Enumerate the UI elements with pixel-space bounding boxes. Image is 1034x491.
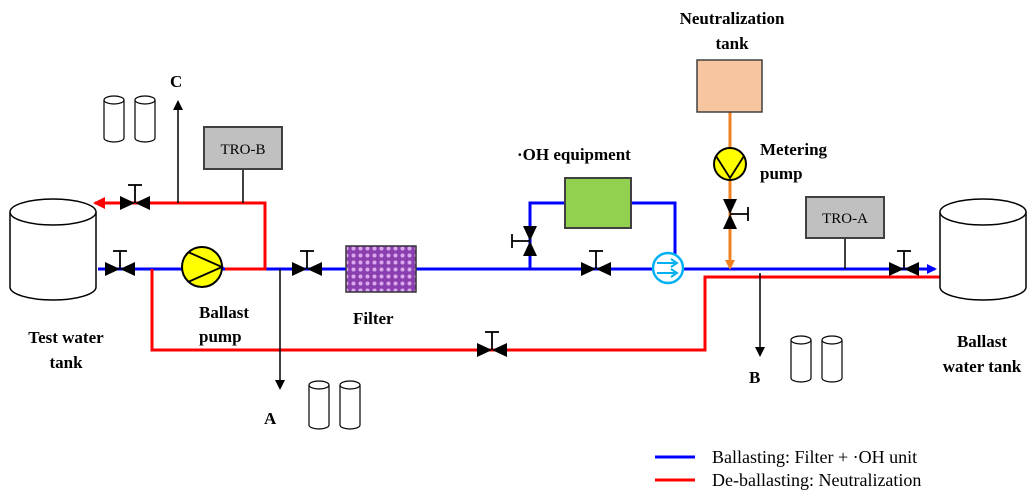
- test-water-tank-icon: [9, 198, 97, 301]
- sample-bottles-c-icon: [103, 95, 156, 143]
- oh-equipment-box: [564, 177, 632, 229]
- valve-dosing-icon: [723, 199, 749, 229]
- sample-point-b-label: B: [749, 368, 760, 387]
- tro-b-sensor: TRO-B: [203, 126, 283, 170]
- valve-oh-bypass-icon: [511, 226, 537, 256]
- oh-equipment-label: ·OH equipment: [517, 145, 631, 164]
- ballast-pump-label-line2: pump: [199, 327, 242, 346]
- tro-b-label: TRO-B: [221, 142, 266, 158]
- ballast-pump-label-line1: Ballast: [199, 303, 249, 322]
- sample-point-c-label: C: [170, 72, 182, 91]
- legend-item-deballasting: De-ballasting: Neutralization: [655, 470, 921, 490]
- sample-bottles-b-icon: [790, 335, 843, 383]
- metering-pump-label-line1: Metering: [760, 140, 828, 159]
- valve-test-tank-outlet-icon: [105, 250, 135, 276]
- filter-icon: [345, 245, 417, 293]
- ballast-water-tank-label-line2: water tank: [943, 357, 1022, 376]
- legend: Ballasting: Filter + ·OH unit De-ballast…: [655, 447, 921, 490]
- neutralization-tank-box: [696, 59, 763, 113]
- test-water-tank-label-line2: tank: [49, 353, 83, 372]
- valve-main-line-icon: [581, 250, 611, 276]
- metering-pump-icon: [713, 147, 747, 181]
- metering-pump-label-line2: pump: [760, 164, 803, 183]
- tro-a-label: TRO-A: [822, 211, 868, 227]
- valve-deballast-bypass-icon: [477, 331, 507, 357]
- neutralization-tank-label-line1: Neutralization: [680, 9, 785, 28]
- valve-ballast-tank-inlet-icon: [889, 250, 919, 276]
- ballast-water-tank-label-line1: Ballast: [957, 332, 1007, 351]
- filter-label: Filter: [353, 309, 394, 328]
- ballast-pump-icon: [181, 246, 225, 288]
- legend-label-deballasting: De-ballasting: Neutralization: [712, 470, 921, 490]
- valve-filter-inlet-icon: [292, 250, 322, 276]
- neutralization-tank-label-line2: tank: [715, 34, 749, 53]
- ballast-water-tank-icon: [939, 198, 1027, 301]
- legend-item-ballasting: Ballasting: Filter + ·OH unit: [655, 447, 917, 467]
- valve-deballast-return-icon: [120, 184, 150, 210]
- deballasting-pipe: [93, 197, 940, 352]
- test-water-tank-label-line1: Test water: [28, 328, 104, 347]
- sample-point-a-label: A: [264, 409, 277, 428]
- sample-bottles-a-icon: [308, 380, 361, 430]
- tro-a-sensor: TRO-A: [805, 196, 885, 239]
- mixer-icon: [651, 251, 685, 285]
- legend-label-ballasting: Ballasting: Filter + ·OH unit: [712, 447, 917, 467]
